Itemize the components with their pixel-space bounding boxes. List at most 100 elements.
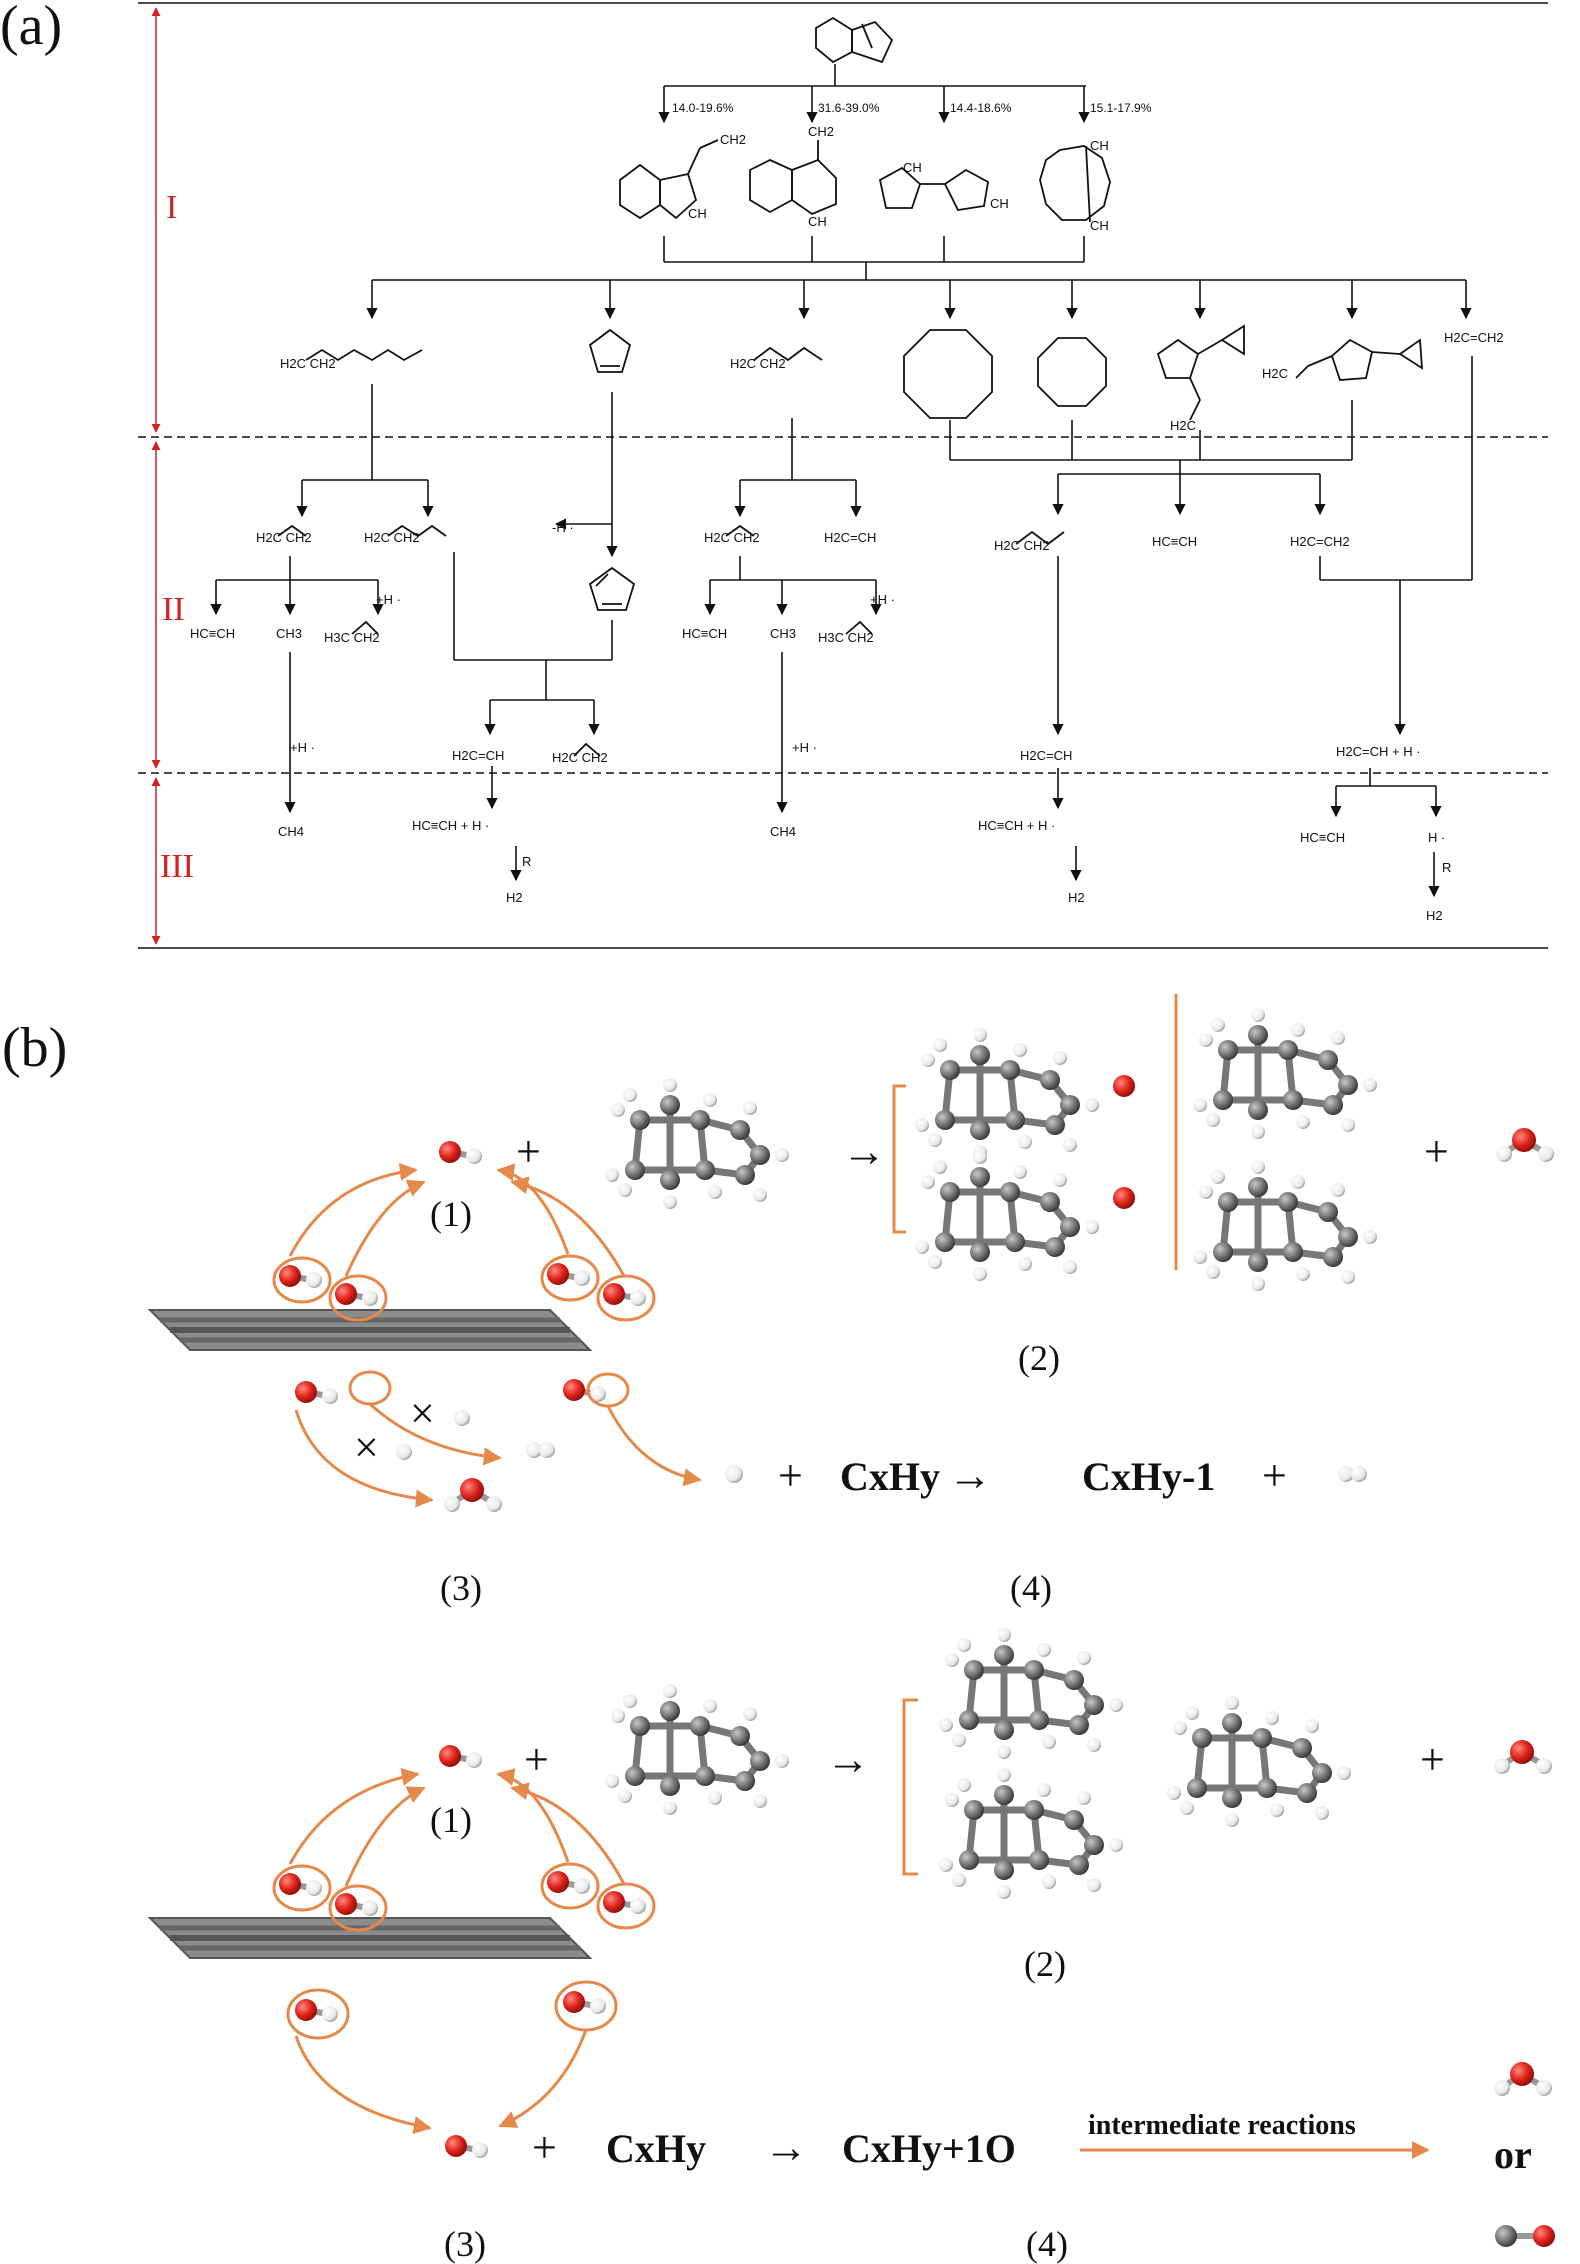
surface-oh-10 bbox=[603, 1891, 646, 1914]
vinyl-radical-right1: H2C=CH bbox=[1020, 748, 1072, 763]
desorption-arrow-3 bbox=[496, 1163, 570, 1255]
hydroxyl-radical-icon bbox=[439, 1141, 482, 1164]
acetylene-label-1: HC≡CH bbox=[190, 626, 235, 641]
cycloheptadiene bbox=[1037, 337, 1107, 407]
stage-ii-mid-branches bbox=[704, 556, 882, 814]
oh-highlight-7 bbox=[272, 1864, 332, 1912]
reactant-formula-upper: CxHy bbox=[840, 1454, 940, 1499]
radical-label-ch2-a: CH2 bbox=[720, 132, 746, 147]
radical-product-molecule-2 bbox=[1193, 1160, 1377, 1291]
oh-adduct-oxygen-1 bbox=[1113, 1075, 1135, 1097]
propene-bonds-2 bbox=[845, 620, 873, 635]
oh-release-arrow-1 bbox=[294, 2035, 432, 2134]
desorption-arrow-1 bbox=[288, 1162, 418, 1257]
acetylene-h-label-1: HC≡CH + H · bbox=[412, 818, 489, 833]
minus-h-label: -H · bbox=[552, 520, 574, 535]
percentage-2: 31.6-39.0% bbox=[818, 101, 880, 115]
oh-highlight-9 bbox=[540, 1862, 600, 1910]
stage-ii-label: II bbox=[162, 591, 185, 628]
panel-b-label: (b) bbox=[2, 1017, 67, 1079]
radical-label-ch-e: CH bbox=[1090, 138, 1109, 153]
cyclopentadienyl bbox=[588, 566, 636, 611]
water-molecule-icon-3 bbox=[1494, 1740, 1552, 1774]
surface-oh-3 bbox=[547, 1263, 590, 1286]
plus-h-label-4: +H · bbox=[792, 740, 817, 755]
butadiene-bonds-2 bbox=[1015, 530, 1065, 546]
surface-oh-1 bbox=[279, 1265, 322, 1288]
allyl-radical-mid: H2C CH2 bbox=[704, 530, 760, 545]
surface-oh-7 bbox=[279, 1873, 322, 1896]
hydroxyl-radical-icon-3 bbox=[445, 2135, 488, 2158]
hydrogen-label-1: H2 bbox=[506, 890, 523, 905]
upper-scheme: + → + (2) (1) bbox=[150, 994, 1554, 1608]
h2-molecule-icon-2 bbox=[1338, 1466, 1367, 1482]
radical-label-ch-a: CH bbox=[688, 206, 707, 221]
oh-release-arrow-2 bbox=[498, 2029, 588, 2128]
desorption-arrow-5 bbox=[288, 1768, 420, 1865]
or-label: or bbox=[1494, 2132, 1532, 2177]
hydrogen-label-2: H2 bbox=[1068, 890, 1085, 905]
vinyl-radical-right2: H2C=CH + H · bbox=[1336, 744, 1421, 759]
intermediate-reactions-label: intermediate reactions bbox=[1088, 2110, 1356, 2141]
vinyl-label-2: H2C bbox=[1262, 366, 1288, 381]
reactant-formula-lower: CxHy bbox=[606, 2126, 706, 2171]
plus-h-label-1: +H · bbox=[376, 592, 401, 607]
abstraction-product-2 bbox=[939, 1768, 1123, 1899]
h-atom-icon-1 bbox=[454, 1410, 470, 1426]
plus-sign-3: + bbox=[778, 1451, 803, 1500]
recombination-label-1: R bbox=[522, 854, 531, 869]
acetylene-label-4: HC≡CH bbox=[1300, 830, 1345, 845]
h-atom-icon-3 bbox=[725, 1465, 743, 1483]
pentadienyl-bonds bbox=[387, 524, 447, 538]
methane-label-1: CH4 bbox=[278, 824, 304, 839]
water-molecule-icon-1 bbox=[1496, 1128, 1554, 1162]
surface-oh-9 bbox=[547, 1871, 590, 1894]
panel-b: (b) + → + (2) (1) bbox=[2, 994, 1555, 2264]
vinyl-cyclopentyl-cyclopropane-2 bbox=[1295, 338, 1424, 381]
jp10-molecule-icon-2 bbox=[605, 1684, 789, 1815]
radical-intermediate-4 bbox=[1039, 145, 1111, 223]
collector-lines-1 bbox=[366, 236, 1472, 320]
hydroxyl-radical-icon-2 bbox=[439, 1745, 482, 1768]
water-molecule-icon-4 bbox=[1494, 2062, 1552, 2096]
oh-adduct-molecule-1 bbox=[915, 1028, 1099, 1159]
percentage-1: 14.0-19.6% bbox=[672, 101, 734, 115]
reaction-arrow-4: → bbox=[764, 2123, 808, 2172]
h-highlight-5 bbox=[348, 1370, 392, 1406]
allyl-radical-left: H2C CH2 bbox=[256, 530, 312, 545]
oh-highlight-11 bbox=[286, 1988, 350, 2040]
stage-iii-arrows bbox=[510, 768, 1442, 898]
h2-forming-arrow bbox=[368, 1402, 502, 1466]
oh-highlight-2 bbox=[328, 1274, 388, 1322]
vinyl-radical-left: H2C=CH bbox=[452, 748, 504, 763]
reactant-molecule bbox=[815, 16, 894, 64]
step-3-label-lower: (3) bbox=[444, 2224, 486, 2264]
jp10-molecule-icon bbox=[605, 1078, 789, 1209]
plus-sign-1: + bbox=[516, 1127, 541, 1176]
radical-intermediate-1 bbox=[619, 139, 719, 220]
radical-label-ch-c: CH bbox=[903, 160, 922, 175]
desorption-arrow-4 bbox=[510, 1176, 626, 1277]
oh-adduct-oxygen-2 bbox=[1113, 1187, 1135, 1209]
radical-product-molecule-1 bbox=[1193, 1008, 1377, 1139]
radical-label-ch-b: CH bbox=[808, 214, 827, 229]
product-formula-lower: CxHy+1O bbox=[842, 2126, 1016, 2171]
water-molecule-icon-2 bbox=[444, 1478, 502, 1512]
step-2-label-upper: (2) bbox=[1018, 1338, 1060, 1378]
methane-label-2: CH4 bbox=[770, 824, 796, 839]
oh-highlight-4 bbox=[596, 1274, 656, 1322]
methyl-label-2: CH3 bbox=[770, 626, 796, 641]
plus-h-label-2: +H · bbox=[870, 592, 895, 607]
allyl-bonds-left bbox=[277, 524, 307, 537]
pentadiene-chain bbox=[753, 346, 823, 362]
radical-intermediate-2 bbox=[749, 140, 837, 216]
branch-arrows-top bbox=[658, 64, 1090, 124]
radical-label-ch-d: CH bbox=[990, 196, 1009, 211]
plus-sign-4: + bbox=[1262, 1451, 1287, 1500]
acetylene-h-label-2: HC≡CH + H · bbox=[978, 818, 1055, 833]
hydrogen-label-3: H2 bbox=[1426, 908, 1443, 923]
reaction-arrow-3: → bbox=[826, 1735, 870, 1784]
oh-highlight-8 bbox=[328, 1884, 388, 1932]
desorption-arrow-8 bbox=[510, 1782, 626, 1885]
